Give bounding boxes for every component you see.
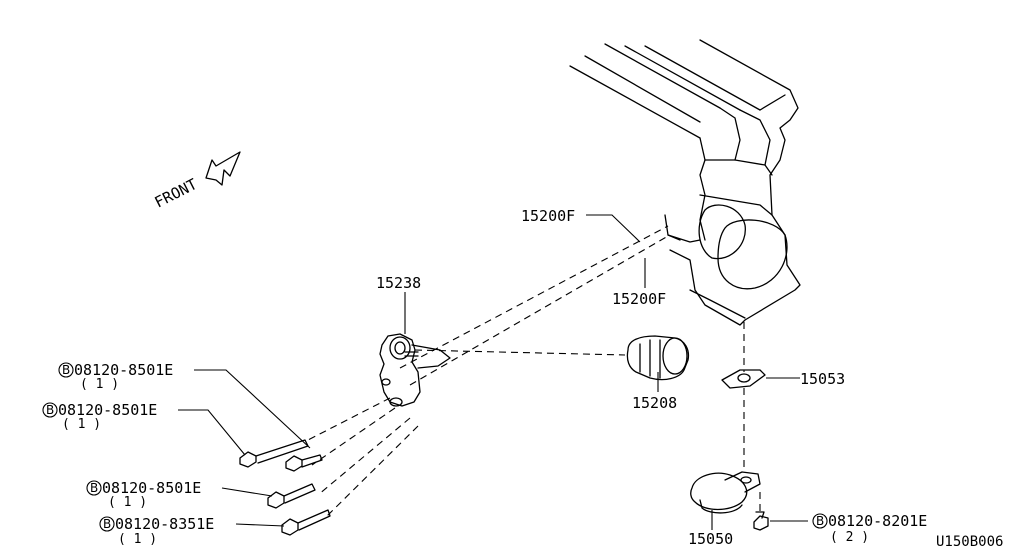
leader-lines xyxy=(178,214,808,530)
strainer-gasket xyxy=(721,369,766,389)
part-label-15208: 15208 xyxy=(632,394,677,412)
bolt-shapes xyxy=(239,439,769,536)
bolt-label-4: B 08120-8351E ( 1 ) xyxy=(99,515,214,547)
bolt-badge-icon: B xyxy=(90,481,98,495)
bolt-qty: ( 2 ) xyxy=(830,530,869,545)
bolt-label-1: B 08120-8501E ( 1 ) xyxy=(58,361,173,392)
bolt-badge-icon: B xyxy=(62,363,70,377)
part-label-15200f-upper: 15200F xyxy=(521,207,575,225)
bolt-label-3: B 08120-8501E ( 1 ) xyxy=(86,479,201,510)
part-label-15200f-lower: 15200F xyxy=(612,290,666,308)
bolt-qty: ( 1 ) xyxy=(62,417,101,432)
front-arrow: FRONT xyxy=(152,151,241,212)
front-arrow-icon xyxy=(205,151,241,186)
part-label-15238: 15238 xyxy=(376,274,421,292)
engine-block xyxy=(569,39,801,326)
bolt-qty: ( 1 ) xyxy=(108,495,147,510)
diagram-code: U150B006 xyxy=(936,534,1003,550)
bolt-badge-icon: B xyxy=(46,403,54,417)
bolt-badge-icon: B xyxy=(816,514,824,528)
bolt-number: 08120-8201E xyxy=(828,512,927,530)
front-label: FRONT xyxy=(152,175,200,212)
assembly-lines xyxy=(307,225,761,519)
oil-strainer xyxy=(690,471,761,514)
bolt-number: 08120-8501E xyxy=(58,401,157,419)
bolt-number: 08120-8351E xyxy=(115,515,214,533)
bolt-qty: ( 1 ) xyxy=(118,532,157,547)
bolt-label-5: B 08120-8201E ( 2 ) xyxy=(812,512,927,545)
bolt-number: 08120-8501E xyxy=(74,361,173,379)
part-labels: 15200F 15200F 15238 15208 15053 15050 xyxy=(376,207,845,548)
bolt-qty: ( 1 ) xyxy=(80,377,119,392)
part-label-15053: 15053 xyxy=(800,370,845,388)
bolt-label-2: B 08120-8501E ( 1 ) xyxy=(42,401,157,432)
oil-filter-bracket xyxy=(379,333,451,407)
bolt-badge-icon: B xyxy=(103,517,111,531)
part-label-15050: 15050 xyxy=(688,530,733,548)
bolt-number: 08120-8501E xyxy=(102,479,201,497)
oil-filter xyxy=(626,335,690,381)
